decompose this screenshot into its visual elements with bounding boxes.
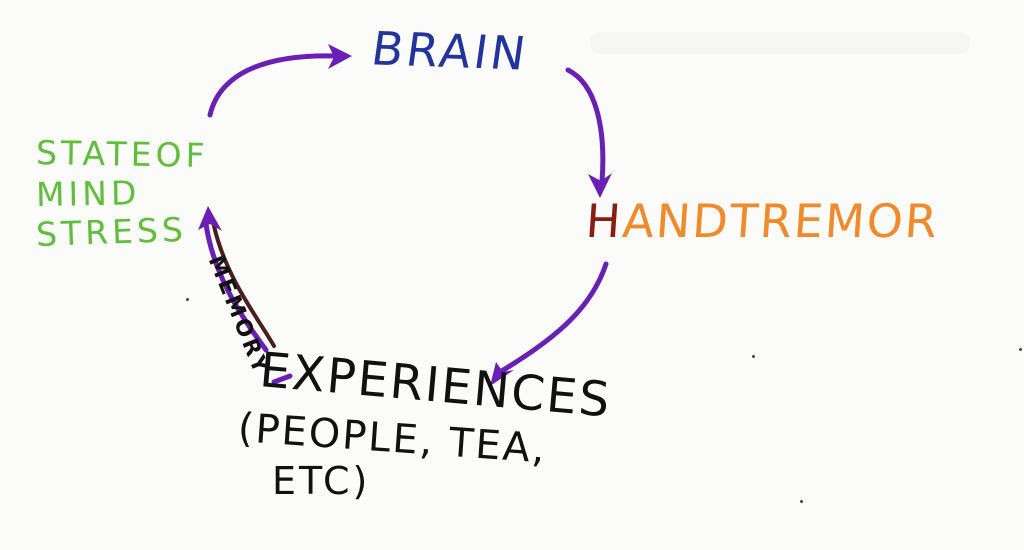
brain-node: BRAIN bbox=[368, 21, 532, 81]
arrow-head-mind bbox=[198, 206, 222, 231]
hand-tremor-rest: ANDTREMOR bbox=[620, 194, 941, 248]
arrow-experiences-start-mark bbox=[271, 373, 293, 385]
arrow-hand-to-experiences bbox=[497, 261, 609, 375]
state-of-mind-line-1: STATEOF bbox=[35, 132, 209, 176]
paper-speck bbox=[1019, 348, 1022, 351]
arrow-head-experiences bbox=[490, 362, 514, 386]
paper-speck bbox=[800, 500, 803, 503]
state-of-mind-line-3: STRESS bbox=[35, 209, 188, 255]
hand-tremor-node: HANDTREMOR bbox=[584, 194, 941, 248]
paper-speck bbox=[752, 355, 755, 358]
paper-speck bbox=[186, 298, 189, 301]
paper-smudge bbox=[590, 32, 970, 54]
experiences-node: EXPERIENCES (PEOPLE, TEA, ETC) bbox=[232, 340, 652, 506]
experiences-detail-2: ETC) bbox=[272, 459, 371, 503]
arrow-head-brain bbox=[328, 44, 352, 69]
arrow-mind-to-brain bbox=[207, 53, 339, 118]
arrow-brain-to-hand bbox=[565, 67, 606, 185]
state-of-mind-node: STATEOF MIND STRESS bbox=[35, 132, 266, 254]
arrow-experiences-to-mind-dark bbox=[212, 224, 276, 348]
hand-tremor-first-letter: H bbox=[584, 194, 625, 248]
arrow-head-hand bbox=[588, 173, 612, 198]
state-of-mind-line-2: MIND bbox=[35, 173, 141, 215]
arrow-experiences-to-mind bbox=[203, 221, 269, 353]
